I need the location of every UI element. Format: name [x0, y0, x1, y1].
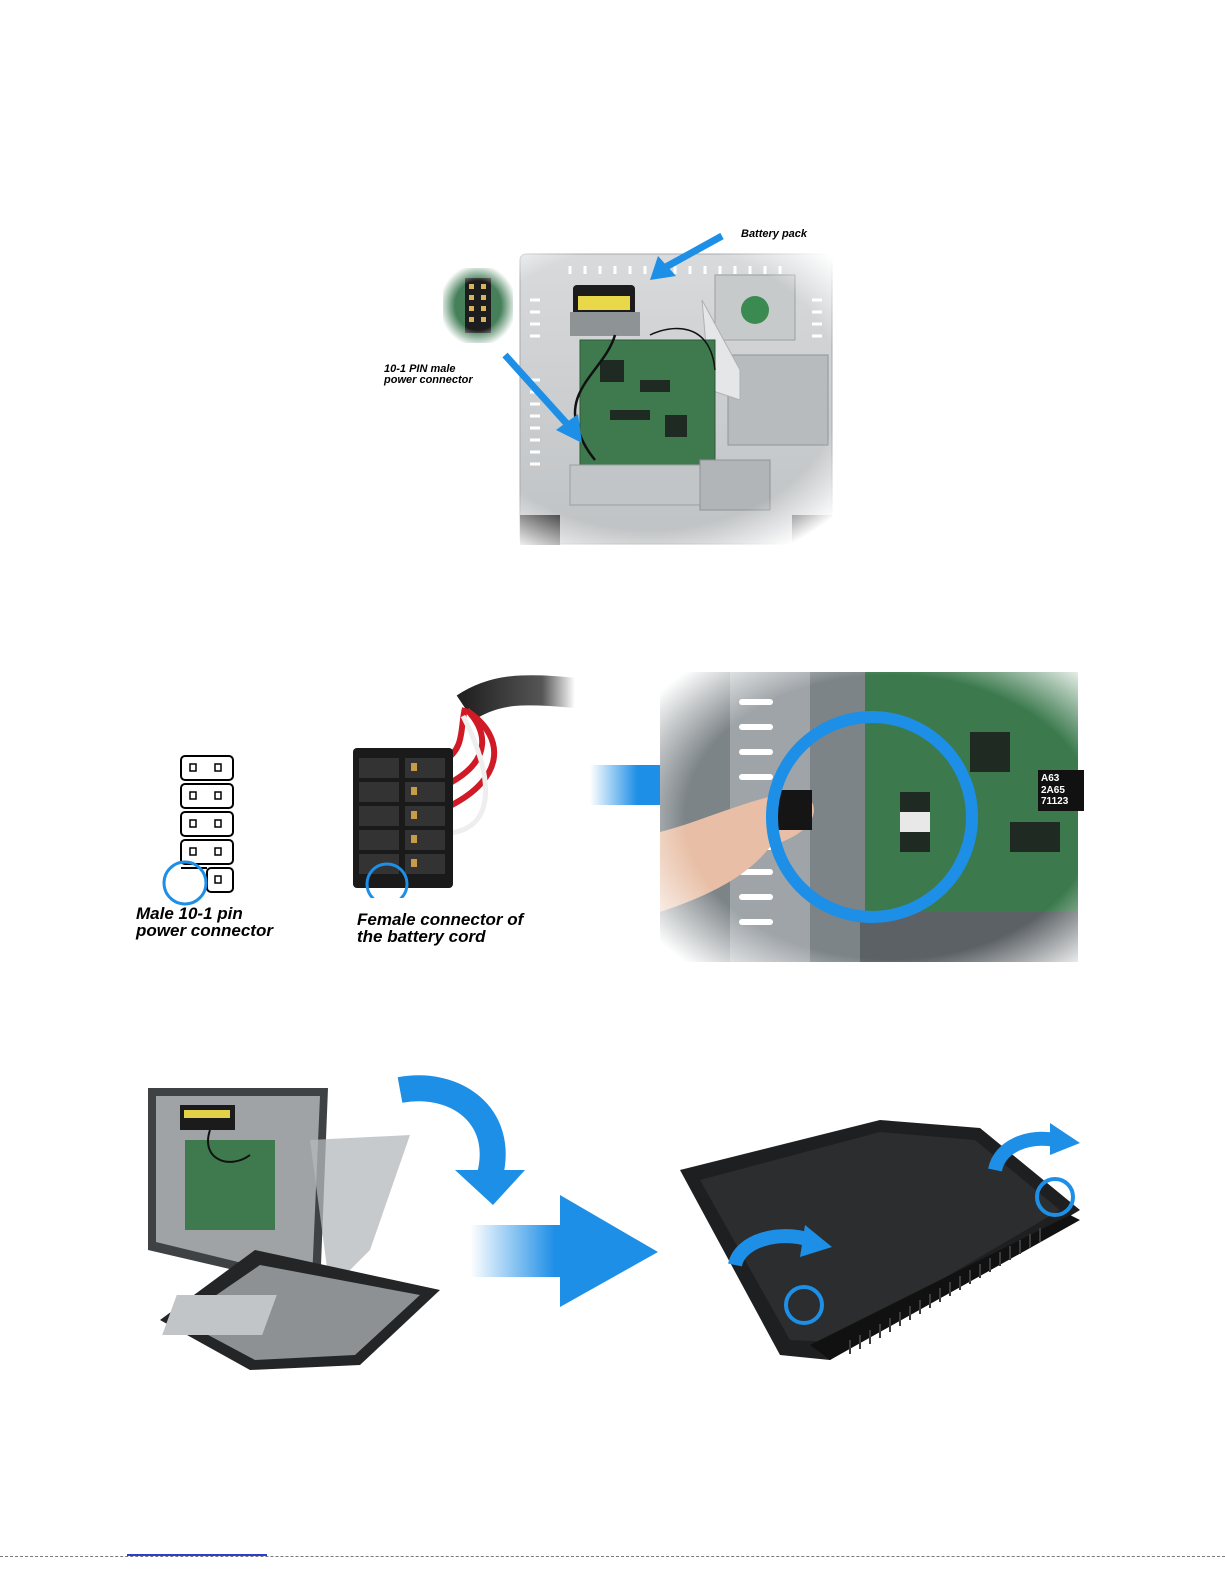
highlight-circle	[760, 705, 985, 930]
male-connector-label-line2: power connector	[136, 922, 273, 940]
battery-pack-label: Battery pack	[741, 229, 807, 241]
chip-label-line3: 71123	[1041, 796, 1081, 808]
female-connector-label-line2: the battery cord	[357, 928, 485, 946]
rotate-arrow-top	[995, 1123, 1080, 1170]
connector-label-line2: power connector	[384, 375, 473, 387]
footer-link-underline[interactable]	[127, 1554, 267, 1556]
female-connector-photo	[345, 668, 585, 898]
screw-circle-bottom	[786, 1287, 822, 1323]
chip-label-line1: A63	[1041, 773, 1081, 785]
male-pin-diagram	[160, 750, 250, 910]
chip-label-line2: 2A65	[1041, 785, 1081, 797]
footer-divider	[0, 1556, 1225, 1557]
rotate-arrow-bottom	[735, 1225, 832, 1265]
curved-arrow-icon	[395, 1075, 525, 1215]
arrow-to-battery	[650, 236, 722, 280]
figure1-arrows	[0, 0, 1225, 600]
screw-circle-top	[1037, 1179, 1073, 1215]
screw-indicators	[720, 1115, 1090, 1345]
chip-label: A63 2A65 71123	[1038, 770, 1084, 811]
arrow-to-connector	[505, 355, 582, 443]
right-arrow-icon-2	[470, 1195, 660, 1310]
